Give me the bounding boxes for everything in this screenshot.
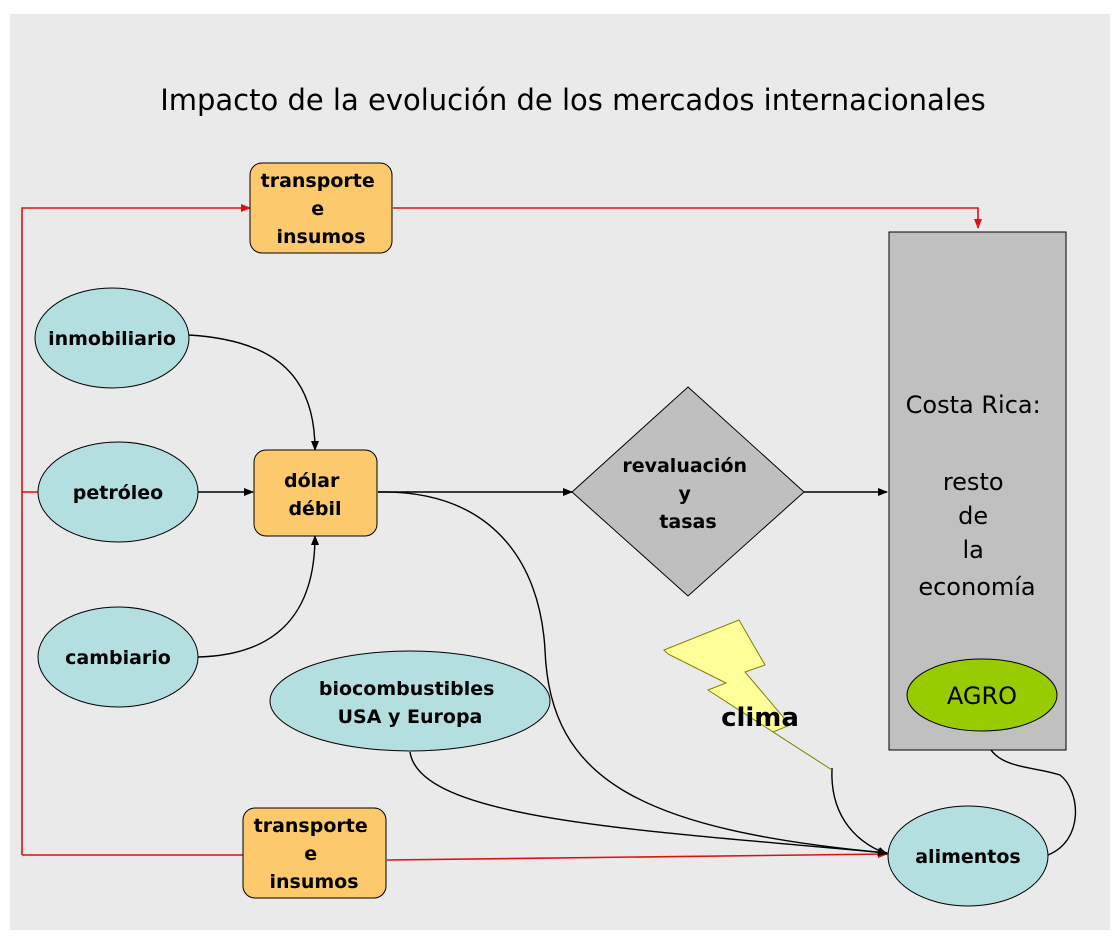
cambiario-node <box>37 606 199 708</box>
costa-rica-label: Costa Rica: resto de la economía <box>906 391 1049 601</box>
agro-label: AGRO <box>947 682 1017 710</box>
clima-label: clima <box>721 703 799 733</box>
transporte-insumos-bottom-label: transporte e insumos <box>254 815 375 893</box>
transporte-insumos-top-label: transporte e insumos <box>261 170 382 248</box>
arrow-cambiario-dolar <box>197 535 319 658</box>
lightning-bolt-icon <box>663 619 833 771</box>
arrow-biocombustibles-alimentos <box>409 751 888 857</box>
agro-node <box>906 658 1058 732</box>
biocombustibles-label: biocombustibles USA y Europa <box>319 678 501 728</box>
dolar-debil-node <box>253 449 378 537</box>
biocombustibles-node <box>269 650 551 752</box>
inmobiliario-label: inmobiliario <box>48 328 176 350</box>
alimentos-node <box>887 805 1049 907</box>
transporte-insumos-bottom-node <box>242 807 387 899</box>
alimentos-label: alimentos <box>915 846 1021 868</box>
dolar-debil-label: dólar débil <box>284 470 346 520</box>
inmobiliario-node <box>34 287 190 389</box>
petroleo-label: petróleo <box>73 482 163 504</box>
petroleo-node <box>37 441 199 543</box>
diagram-title: Impacto de la evolución de los mercados … <box>160 83 986 117</box>
red-connector-to-alimentos <box>386 850 888 861</box>
cambiario-label: cambiario <box>65 647 171 669</box>
transporte-insumos-top-node <box>249 162 393 254</box>
arrow-clima-alimentos <box>831 767 888 855</box>
arrow-alimentos-agro <box>981 732 1077 856</box>
arrow-dolar-alimentos <box>377 491 888 857</box>
revaluacion-tasas-label: revaluación y tasas <box>622 455 753 533</box>
arrow-inmobiliario-dolar <box>187 334 319 451</box>
revaluacion-tasas-node <box>571 386 805 597</box>
red-connector-left <box>21 204 251 493</box>
red-connector-to-costa-rica <box>393 207 982 229</box>
